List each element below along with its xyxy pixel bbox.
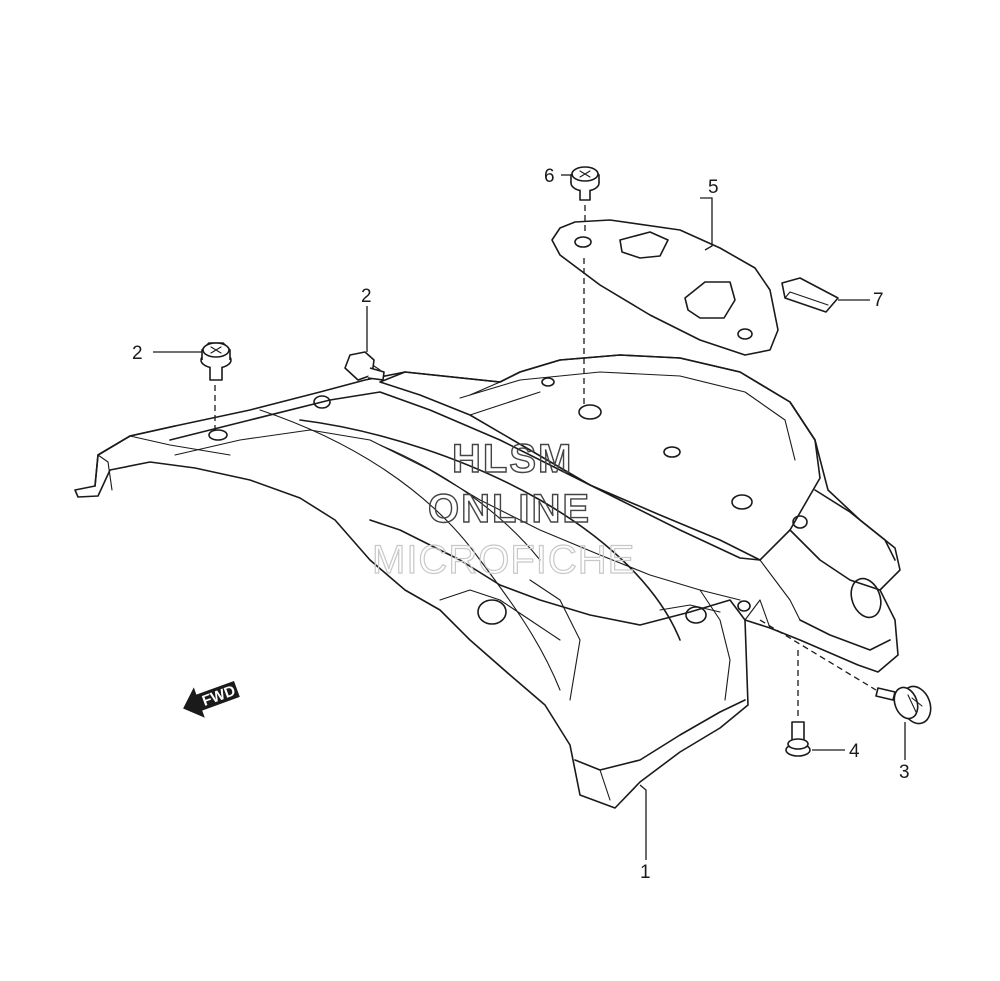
forward-arrow-icon: FWD: [183, 680, 240, 718]
callout-part-2b: 2: [361, 286, 372, 307]
rubber-pad-part: [781, 277, 839, 313]
watermark-line-3: MICROFICHE: [372, 538, 635, 582]
leader-lines: [153, 174, 906, 860]
callouts: 6 5 7 2 2 3 4 1: [132, 166, 910, 883]
bolt-part-2a: [200, 342, 232, 381]
assembly-lines: [214, 205, 877, 718]
callout-part-7: 7: [873, 290, 884, 311]
forward-arrow-label: FWD: [200, 682, 238, 710]
callout-part-5: 5: [708, 177, 719, 198]
watermark-line-1: HLSM: [452, 437, 573, 481]
watermark-line-2: ONLINE: [428, 487, 591, 531]
callout-part-2a: 2: [132, 343, 143, 364]
callout-part-1: 1: [640, 862, 651, 883]
clip-part-2b: [344, 351, 385, 381]
bolt-part-6: [570, 166, 600, 201]
bracket-plate-part: [551, 219, 779, 356]
callout-part-4: 4: [849, 741, 860, 762]
rear-fender-part: [74, 354, 901, 809]
screw-part-4: [785, 721, 811, 757]
bolt-part-3: [875, 685, 932, 725]
watermark: HLSM ONLINE MICROFICHE: [371, 436, 635, 582]
callout-part-3: 3: [899, 762, 910, 783]
callout-part-6: 6: [544, 166, 555, 187]
